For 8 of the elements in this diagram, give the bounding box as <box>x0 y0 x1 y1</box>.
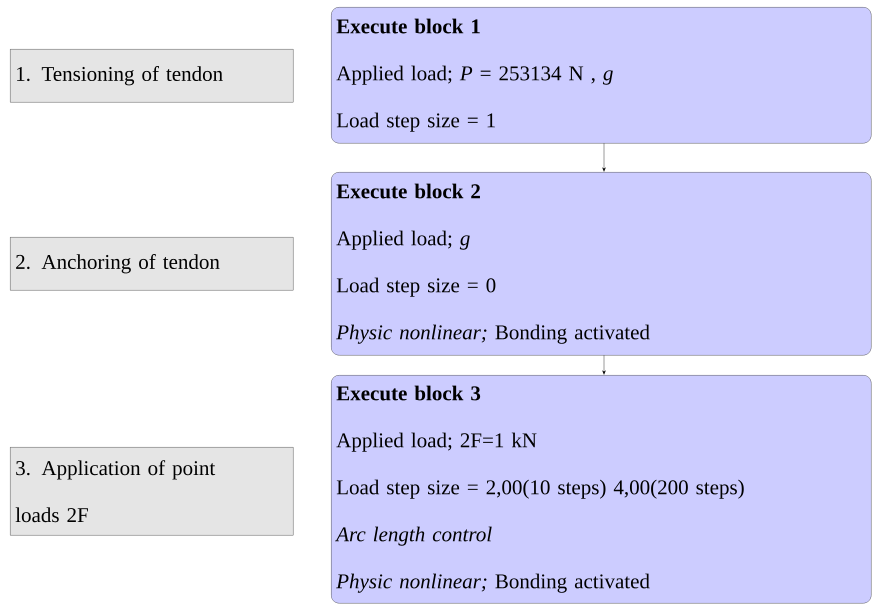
arrow <box>602 143 606 172</box>
step-box: 3. Application of point loads 2F <box>10 447 294 536</box>
step-box: 2. Anchoring of tendon <box>10 237 294 290</box>
block-box: Execute block 2 Applied load; g Load step size = 0 Physic nonlinear; Bonding activated <box>331 172 872 356</box>
block-box: Execute block 3 Applied load; 2F=1 kN Load step size = 2,00(10 steps) 4,00(200 steps) Arc length control Physic nonlinear; Bonding activated <box>331 375 872 604</box>
arrow <box>602 355 606 375</box>
step-box: 1. Tensioning of tendon <box>10 49 294 102</box>
block-box: Execute block 1 Applied load; P = 253134 N , g Load step size = 1 <box>331 7 872 144</box>
